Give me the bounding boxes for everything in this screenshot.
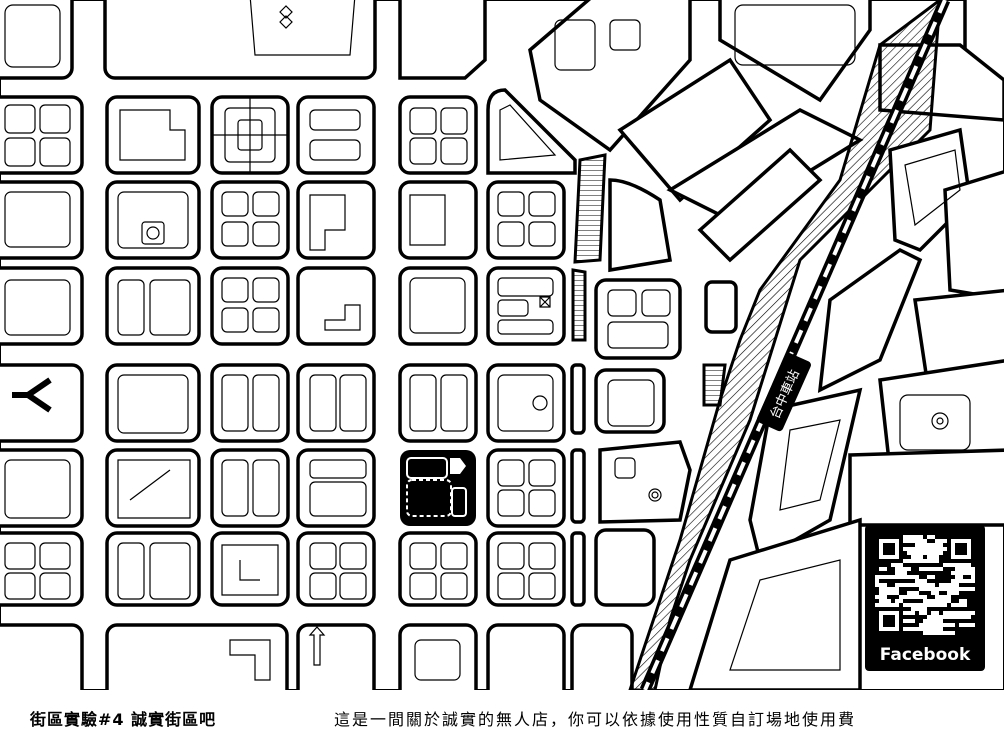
facebook-qr-code[interactable]: Facebook (865, 525, 985, 671)
qr-label: Facebook (879, 645, 971, 665)
station-label: 台中車站 (765, 355, 803, 433)
city-blocks (0, 43, 1004, 690)
station-area (571, 0, 942, 690)
highlight-block (400, 450, 476, 526)
top-block-details (4, 0, 856, 71)
caption-description: 這是一間關於誠實的無人店，你可以依據使用性質自訂場地使用費 (334, 710, 857, 729)
east-block-details (729, 149, 971, 671)
top-blocks (0, 0, 1004, 153)
caption-title: 街區實驗#4 誠實街區吧 (30, 710, 217, 729)
station-marker (757, 352, 811, 432)
block-details (4, 97, 671, 681)
city-map (0, 0, 1004, 690)
qr-code-icon (875, 535, 975, 635)
station-name: 台中車站 (768, 368, 803, 422)
east-blocks (688, 127, 1004, 690)
railway (639, 0, 951, 690)
